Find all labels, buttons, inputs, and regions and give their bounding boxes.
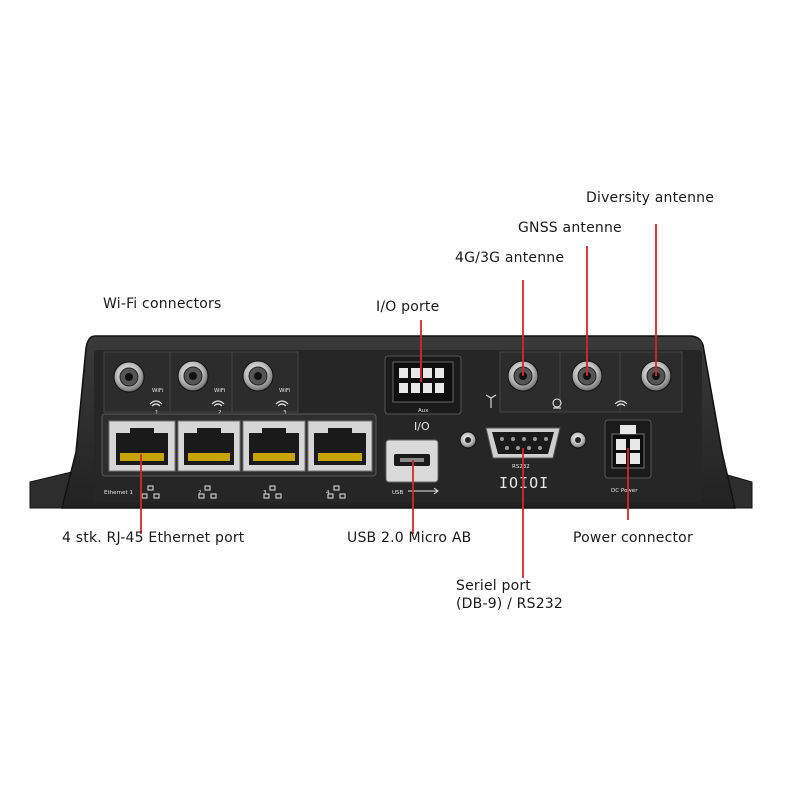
ethernet-port-2[interactable] (177, 420, 241, 472)
usb-port-label: USB 2.0 Micro AB (347, 530, 472, 546)
io-label: I/O (414, 420, 430, 433)
ethernet-1-label: Ethernet 1 (104, 490, 133, 496)
diversity-antenna-label: Diversity antenne (586, 190, 715, 206)
wifi-connector-3[interactable] (242, 360, 274, 392)
wifi-3-number: 3 (283, 410, 287, 416)
io-port[interactable] (384, 355, 462, 415)
power-connector-label: Power connector (573, 530, 693, 546)
ethernet-port-4[interactable] (307, 420, 373, 472)
wifi-2-label: WiFi (214, 388, 226, 394)
cellular-antenna-label: 4G/3G antenne (455, 250, 565, 266)
dc-power-label: DC Power (611, 488, 638, 494)
wifi-2-number: 2 (218, 410, 222, 416)
ethernet-port-1[interactable] (108, 420, 176, 472)
wifi-1-number: 1 (155, 410, 159, 416)
antenna-icon (485, 394, 628, 409)
ethernet-2-label: 2 (198, 490, 202, 496)
ethernet-4-label: 4 (326, 490, 330, 496)
ethernet-port-3[interactable] (242, 420, 306, 472)
io-port-label: I/O porte (376, 299, 440, 315)
usb-device-label: USB (392, 490, 404, 496)
ethernet-port-label: 4 stk. RJ-45 Ethernet port (62, 530, 245, 546)
network-icon (141, 485, 346, 499)
wifi-connector-1[interactable] (113, 361, 145, 393)
wifi-connector-2[interactable] (177, 360, 209, 392)
wifi-icon (149, 400, 289, 407)
wifi-1-label: WiFi (152, 388, 164, 394)
wifi-connectors-label: Wi-Fi connectors (103, 296, 222, 312)
wifi-3-label: WiFi (279, 388, 291, 394)
gnss-antenna-label: GNSS antenne (518, 220, 622, 236)
usb-micro-port[interactable] (385, 439, 439, 483)
rs232-device-label: RS232 (512, 464, 530, 470)
serial-port-sublabel: (DB-9) / RS232 (456, 596, 564, 612)
serial-db9-port[interactable] (459, 427, 587, 459)
serial-port-label: Seriel port (456, 578, 531, 594)
ethernet-3-label: 3 (263, 490, 267, 496)
aux-label: Aux (418, 408, 429, 414)
serial-bits-label: IOIOI (499, 474, 549, 492)
